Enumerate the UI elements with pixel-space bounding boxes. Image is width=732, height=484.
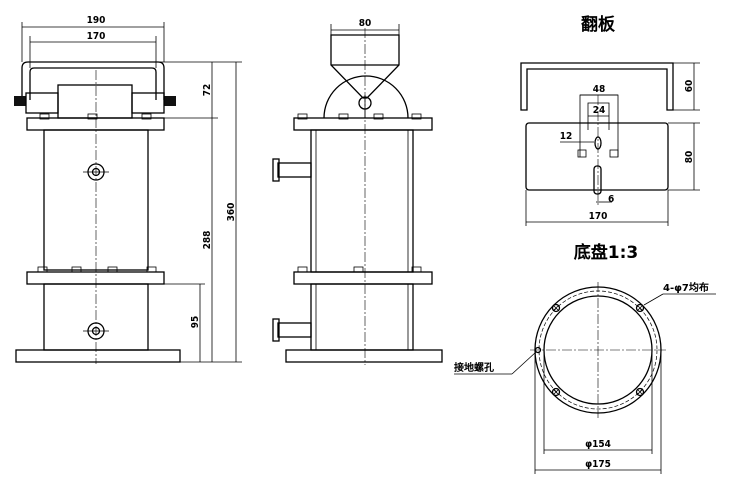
front-dim-190: 190	[87, 15, 106, 26]
front-base	[15, 349, 181, 363]
side-funnel	[323, 34, 409, 119]
front-mid-bolts	[37, 266, 157, 273]
side-dimensions: 80	[330, 18, 400, 36]
base-dim-d175: φ175	[585, 459, 611, 470]
base-bolt-holes	[551, 303, 645, 397]
base-dim-d154: φ154	[585, 439, 611, 450]
flap-dim-48: 48	[593, 84, 606, 95]
front-dim-95: 95	[190, 316, 201, 329]
side-mid-bolts	[297, 266, 422, 273]
front-dim-170: 170	[87, 31, 106, 42]
front-dim-360: 360	[226, 203, 237, 222]
side-top-bolts	[297, 113, 422, 120]
flap-title: 翻板	[581, 14, 616, 35]
front-dim-288: 288	[202, 231, 213, 250]
flap-side-profile	[520, 62, 674, 111]
side-top-flange	[293, 117, 433, 131]
flap-dim-24: 24	[593, 105, 606, 116]
front-dimensions: 190 170 72 360 288 95	[21, 15, 242, 363]
ground-label: 接地螺孔	[454, 361, 494, 374]
front-handle	[14, 61, 176, 119]
base-view: 底盘1:3 4-φ7均布 接地螺孔 φ154 φ175	[454, 242, 716, 474]
flap-dim-12: 12	[560, 131, 573, 142]
flap-view: 翻板 60 80 48 24 12 6	[520, 14, 700, 226]
flap-plate	[525, 122, 669, 191]
front-view: 190 170 72 360 288 95	[14, 15, 242, 364]
base-title: 底盘1:3	[574, 242, 638, 263]
side-lower-body	[310, 283, 414, 351]
ground-screw-hole	[534, 346, 542, 354]
side-dim-80: 80	[359, 18, 372, 29]
flap-dim-60: 60	[684, 80, 695, 93]
side-upper-body	[310, 129, 414, 273]
side-upper-pipe	[272, 158, 312, 182]
side-lower-pipe	[272, 318, 312, 342]
front-dim-72: 72	[202, 84, 213, 97]
side-view: 80	[272, 18, 443, 365]
flap-dim-170: 170	[589, 211, 608, 222]
side-mid-flange	[293, 271, 433, 285]
flap-bracket	[577, 94, 619, 205]
side-base	[285, 349, 443, 363]
flap-dimensions: 48 24 12 6 170	[525, 84, 669, 226]
front-mid-flange	[26, 271, 165, 285]
front-top-flange	[26, 117, 165, 131]
holes-label: 4-φ7均布	[663, 281, 709, 294]
front-top-bolts	[39, 113, 152, 120]
flap-dim-6: 6	[608, 194, 614, 205]
flap-dim-80: 80	[684, 151, 695, 164]
